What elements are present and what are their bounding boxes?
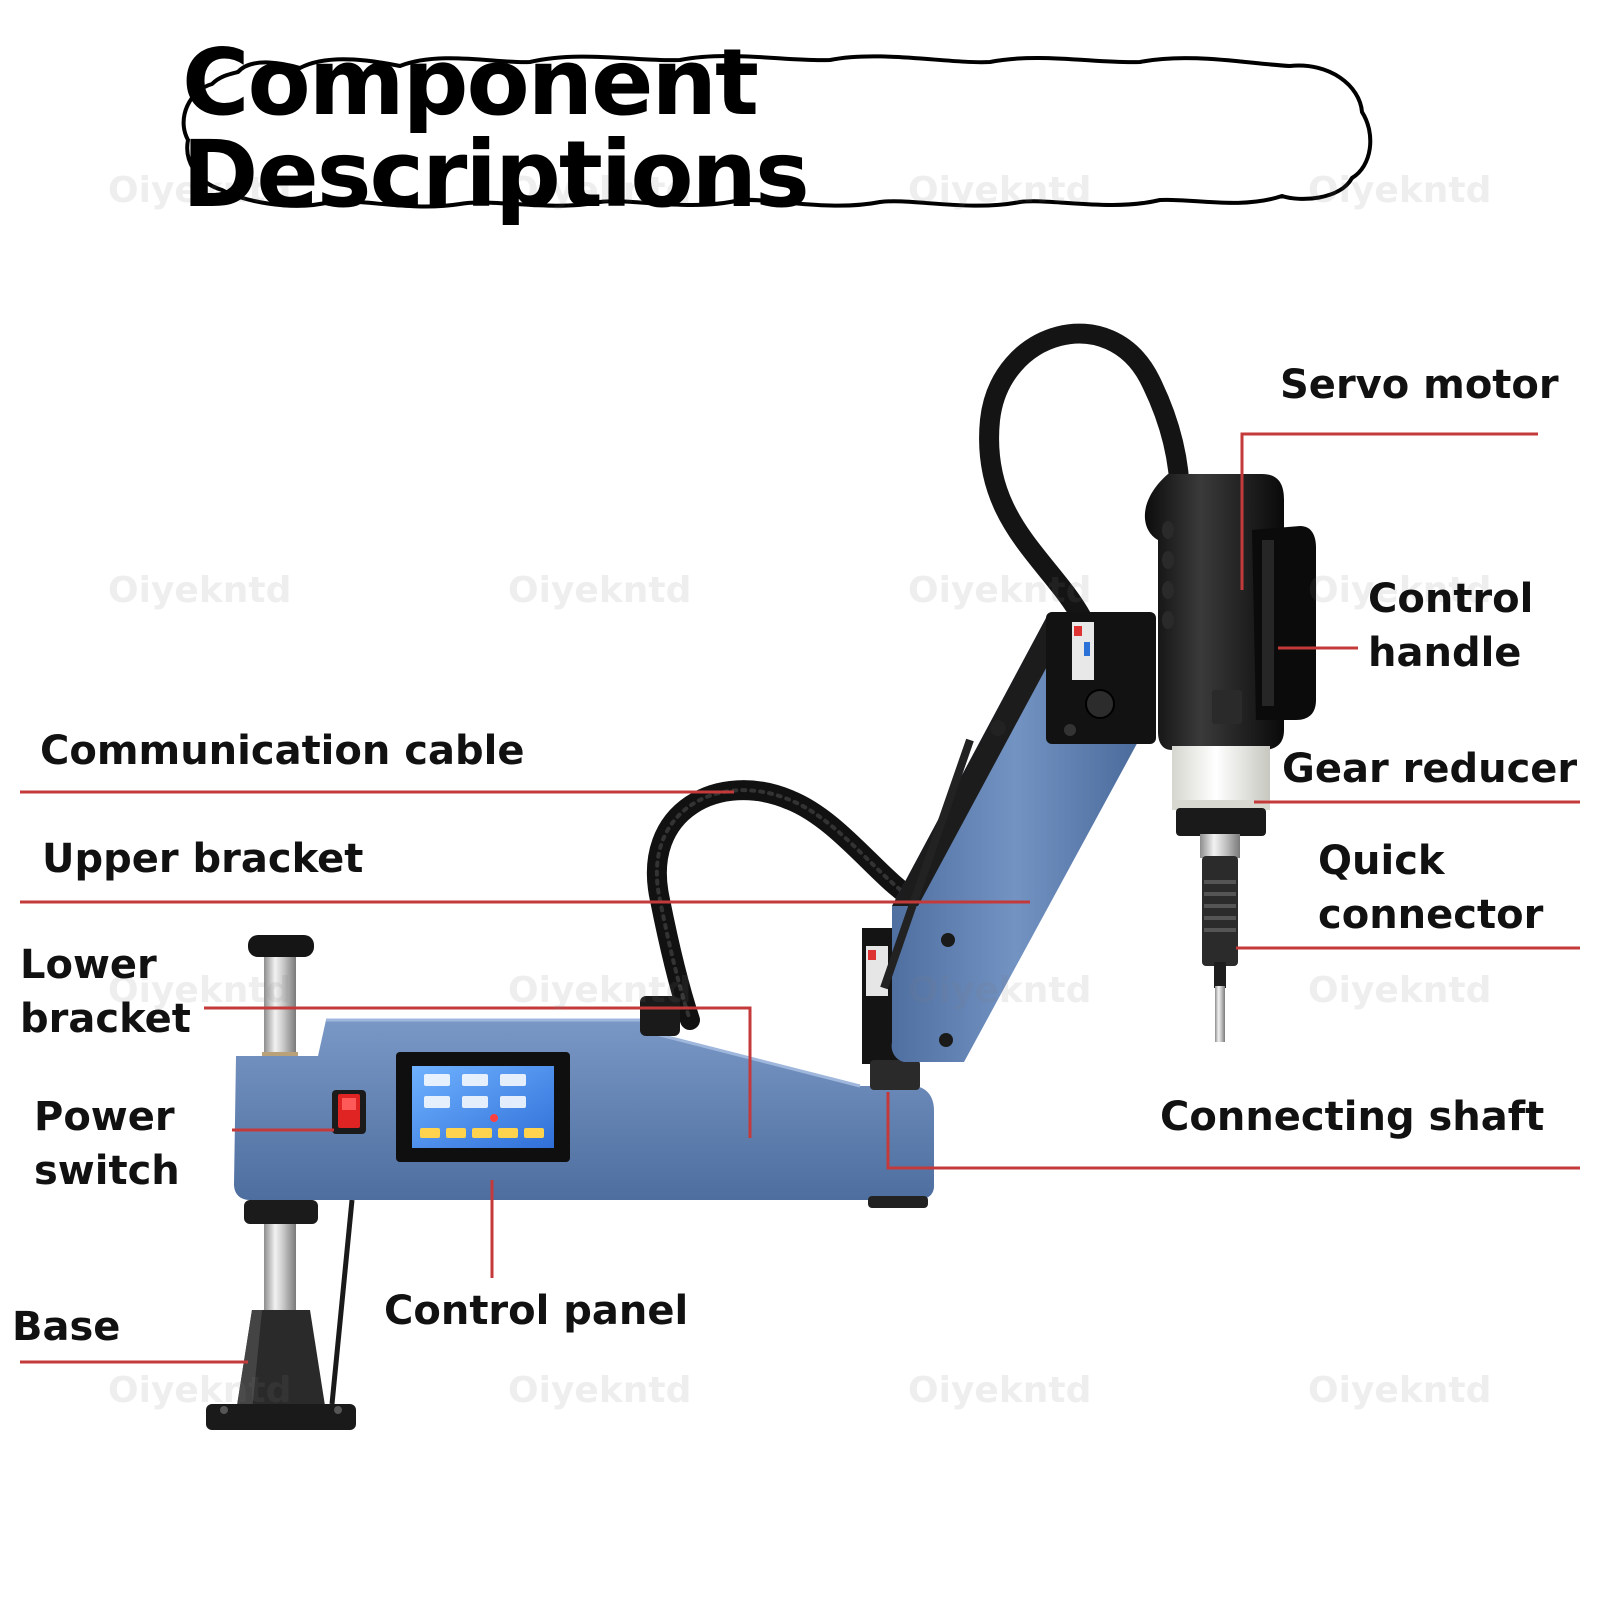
watermark: Oiyekntd <box>108 570 292 611</box>
label-base: Base <box>12 1304 121 1350</box>
label-power-switch-line1: Power <box>34 1094 175 1140</box>
servo-motor-shape <box>1144 474 1284 750</box>
upper-hose <box>979 323 1190 628</box>
watermark: Oiyekntd <box>908 170 1092 211</box>
label-lower-bracket-line1: Lower <box>20 942 157 988</box>
label-upper-bracket: Upper bracket <box>42 836 364 882</box>
watermark: Oiyekntd <box>1308 570 1492 611</box>
watermark: Oiyekntd <box>508 170 692 211</box>
label-communication-cable: Communication cable <box>40 728 525 774</box>
watermark: Oiyekntd <box>508 1370 692 1411</box>
lower-bracket-leader <box>204 1006 752 1138</box>
quick-connector-shape <box>1200 834 1240 1042</box>
watermark: Oiyekntd <box>1308 1370 1492 1411</box>
label-control-handle-line1: Control <box>1368 576 1534 622</box>
label-quick-connector-line2: connector <box>1318 892 1544 938</box>
label-connecting-shaft: Connecting shaft <box>1160 1094 1545 1140</box>
label-lower-bracket-line2: bracket <box>20 996 191 1042</box>
base-shape <box>206 935 356 1430</box>
label-lower-bracket: Lower bracket <box>20 938 191 1046</box>
label-gear-reducer: Gear reducer <box>1282 746 1578 792</box>
power-switch-shape <box>332 1090 366 1134</box>
head-joint-shape <box>1046 612 1156 744</box>
servo-motor-leader <box>1240 432 1538 590</box>
label-servo-motor: Servo motor <box>1280 362 1559 408</box>
watermark: Oiyekntd <box>108 1370 292 1411</box>
label-control-panel: Control panel <box>384 1288 689 1334</box>
leader-lines <box>20 432 1580 1364</box>
watermark: Oiyekntd <box>508 570 692 611</box>
page-title: Component Descriptions <box>182 37 1386 221</box>
connecting-shaft-leader <box>886 1092 1580 1170</box>
watermark: Oiyekntd <box>1308 170 1492 211</box>
control-handle-shape <box>1252 526 1316 720</box>
gear-reducer-shape <box>1172 746 1270 836</box>
title-bubble <box>181 53 1373 209</box>
watermark: Oiyekntd <box>908 570 1092 611</box>
watermark: Oiyekntd <box>108 170 292 211</box>
label-power-switch-line2: switch <box>34 1148 180 1194</box>
watermark: Oiyekntd <box>1308 970 1492 1011</box>
label-power-switch: Power switch <box>34 1090 180 1198</box>
watermark: Oiyekntd <box>508 970 692 1011</box>
label-quick-connector-line1: Quick <box>1318 838 1445 884</box>
label-control-handle: Control handle <box>1368 572 1533 680</box>
label-control-handle-line2: handle <box>1368 630 1522 676</box>
label-quick-connector: Quick connector <box>1318 834 1543 942</box>
watermark: Oiyekntd <box>108 970 292 1011</box>
watermark: Oiyekntd <box>908 970 1092 1011</box>
page-title-text: Component Descriptions <box>182 29 810 228</box>
watermark: Oiyekntd <box>908 1370 1092 1411</box>
control-panel-shape <box>396 1052 570 1162</box>
